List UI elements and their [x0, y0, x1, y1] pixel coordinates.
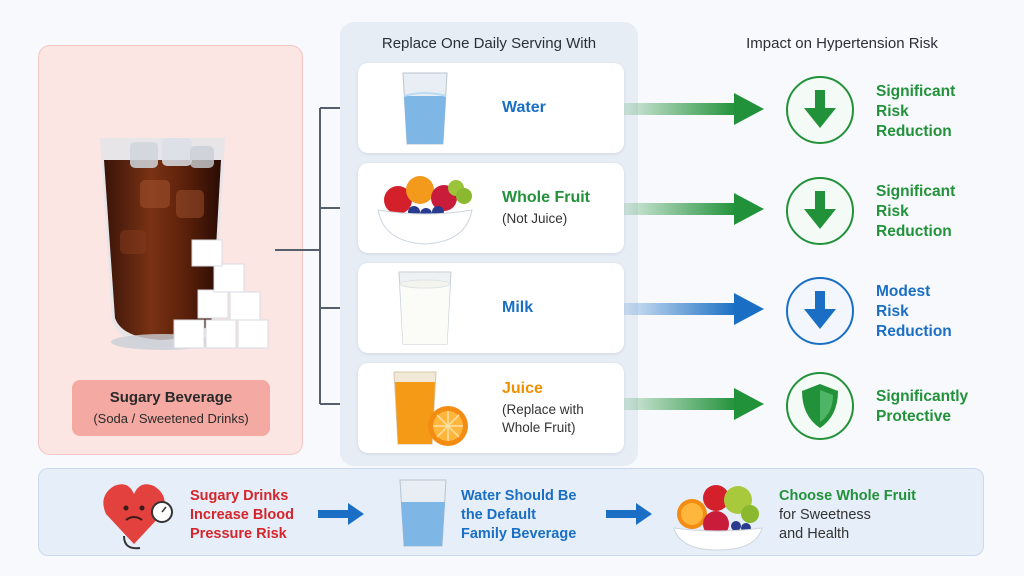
- fruit-bowl-icon: [673, 485, 763, 551]
- right-arrow-icon: [318, 503, 364, 525]
- option-card-whole-fruit: Whole Fruit (Not Juice): [358, 163, 624, 253]
- option-card-water: Water: [358, 63, 624, 153]
- fruit-bowl-icon: [377, 176, 473, 245]
- heart-blood-pressure-icon: [103, 484, 173, 550]
- bottom-text-whole-fruit: Choose Whole Fruit for Sweetness and Hea…: [779, 488, 916, 542]
- arrow-milk: [624, 293, 764, 325]
- summary-bar: [38, 468, 984, 556]
- orange-juice-icon: [393, 371, 468, 446]
- option-sub-whole-fruit: (Not Juice): [502, 210, 568, 226]
- down-arrow-icon: [786, 76, 854, 144]
- option-name-milk: Milk: [502, 299, 534, 316]
- soda-glass-illustration: [100, 138, 269, 350]
- option-name-water: Water: [502, 99, 546, 116]
- milk-glass-icon: [398, 271, 452, 345]
- impact-arrows: [624, 93, 764, 420]
- impact-heading: Impact on Hypertension Risk: [746, 35, 938, 52]
- water-glass-icon: [399, 479, 447, 547]
- option-sub-juice: (Replace with Whole Fruit): [502, 401, 584, 435]
- option-card-milk: Milk: [358, 263, 624, 353]
- shield-icon: [786, 372, 854, 440]
- arrow-whole-fruit: [624, 193, 764, 225]
- arrow-juice: [624, 388, 764, 420]
- right-arrow-icon: [606, 503, 652, 525]
- option-name-juice: Juice: [502, 379, 543, 397]
- sugary-beverage-title: Sugary Beverage: [109, 389, 233, 406]
- sugary-beverage-label: Sugary Beverage (Soda / Sweetened Drinks…: [72, 380, 270, 436]
- down-arrow-icon: [786, 177, 854, 245]
- down-arrow-icon: [786, 277, 854, 345]
- water-glass-icon: [402, 72, 448, 145]
- replace-heading: Replace One Daily Serving With: [381, 35, 597, 52]
- option-card-juice: Juice (Replace with Whole Fruit): [358, 363, 624, 453]
- sugary-beverage-subtitle: (Soda / Sweetened Drinks): [93, 411, 249, 426]
- option-name-whole-fruit: Whole Fruit: [502, 188, 590, 206]
- arrow-water: [624, 93, 764, 125]
